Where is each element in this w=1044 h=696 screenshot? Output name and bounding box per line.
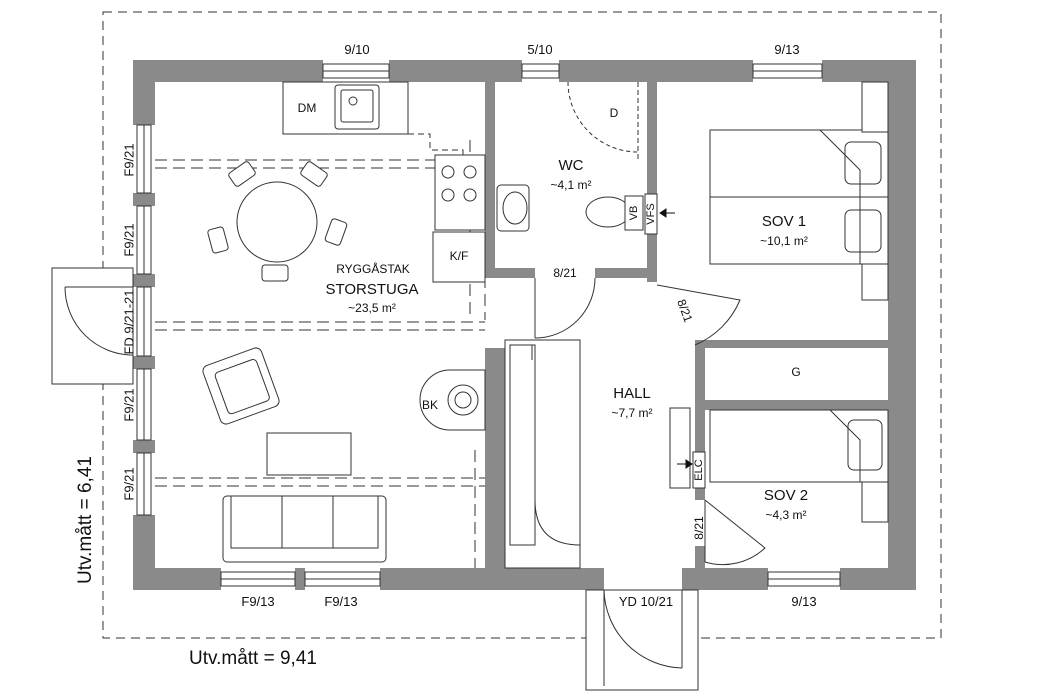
windows — [136, 63, 841, 587]
storstuga-name: STORSTUGA — [325, 281, 418, 298]
sov1-name: SOV 1 — [762, 213, 806, 230]
wc-door-label: 8/21 — [553, 266, 577, 280]
doors — [51, 267, 766, 691]
coffee-table — [266, 432, 352, 476]
sov1-door-label: 8/21 — [674, 297, 695, 324]
window-label-bottom-2: F9/13 — [324, 594, 357, 609]
wc-name: WC — [559, 157, 584, 174]
electric-cabinet-label: ELC — [693, 459, 705, 480]
window-label-top-mid: 5/10 — [527, 42, 552, 57]
hall-wardrobe — [504, 339, 581, 569]
outer-height-label: Utv.mått = 6,41 — [75, 456, 96, 584]
shower-label: D — [610, 106, 619, 120]
outer-width-label: Utv.mått = 9,41 — [189, 648, 317, 669]
armchair — [202, 347, 280, 425]
window-label-left-5: F9/21 — [121, 467, 136, 500]
hall-name: HALL — [613, 385, 651, 402]
entry-door-label: YD 10/21 — [619, 594, 673, 609]
electric-cabinet — [669, 407, 706, 489]
wc-fixtures — [496, 81, 658, 235]
window-label-top-left: 9/10 — [344, 42, 369, 57]
kitchen-counter — [282, 81, 486, 283]
wc-area: ~4,1 m² — [550, 178, 591, 192]
fridge-freezer-label: K/F — [450, 249, 469, 263]
dishwasher-label: DM — [298, 101, 317, 115]
sov2-name: SOV 2 — [764, 487, 808, 504]
bed-sov2 — [709, 409, 889, 523]
washbasin-label: VB — [628, 206, 640, 221]
window-label-bottom-1: F9/13 — [241, 594, 274, 609]
outer-walls — [133, 60, 916, 590]
storstuga-area: ~23,5 m² — [348, 301, 396, 315]
fireplace-label: BK — [422, 398, 438, 412]
window-label-top-right: 9/13 — [774, 42, 799, 57]
sov2-area: ~4,3 m² — [765, 508, 806, 522]
window-label-left-1: F9/21 — [121, 143, 136, 176]
water-heater-label: VFS — [645, 203, 657, 224]
window-label-left-fd: FD 9/21-21 — [121, 289, 136, 354]
window-label-left-2: F9/21 — [121, 223, 136, 256]
sov1-area: ~10,1 m² — [760, 234, 808, 248]
bed-sov1 — [709, 81, 889, 301]
dining-table — [207, 161, 348, 282]
hall-area: ~7,7 m² — [611, 406, 652, 420]
storstuga-note: RYGGÅSTAK — [336, 261, 410, 276]
arrows — [659, 208, 693, 469]
inner-walls — [485, 82, 888, 568]
sofa — [222, 495, 387, 563]
sov2-door-label: 8/21 — [692, 516, 706, 540]
closet-g-label: G — [791, 365, 800, 379]
fireplace — [419, 369, 486, 431]
window-label-left-4: F9/21 — [121, 388, 136, 421]
labels: 9/10 5/10 9/13 F9/21 F9/21 FD 9/21-21 F9… — [75, 42, 817, 669]
window-label-bottom-right: 9/13 — [791, 594, 816, 609]
